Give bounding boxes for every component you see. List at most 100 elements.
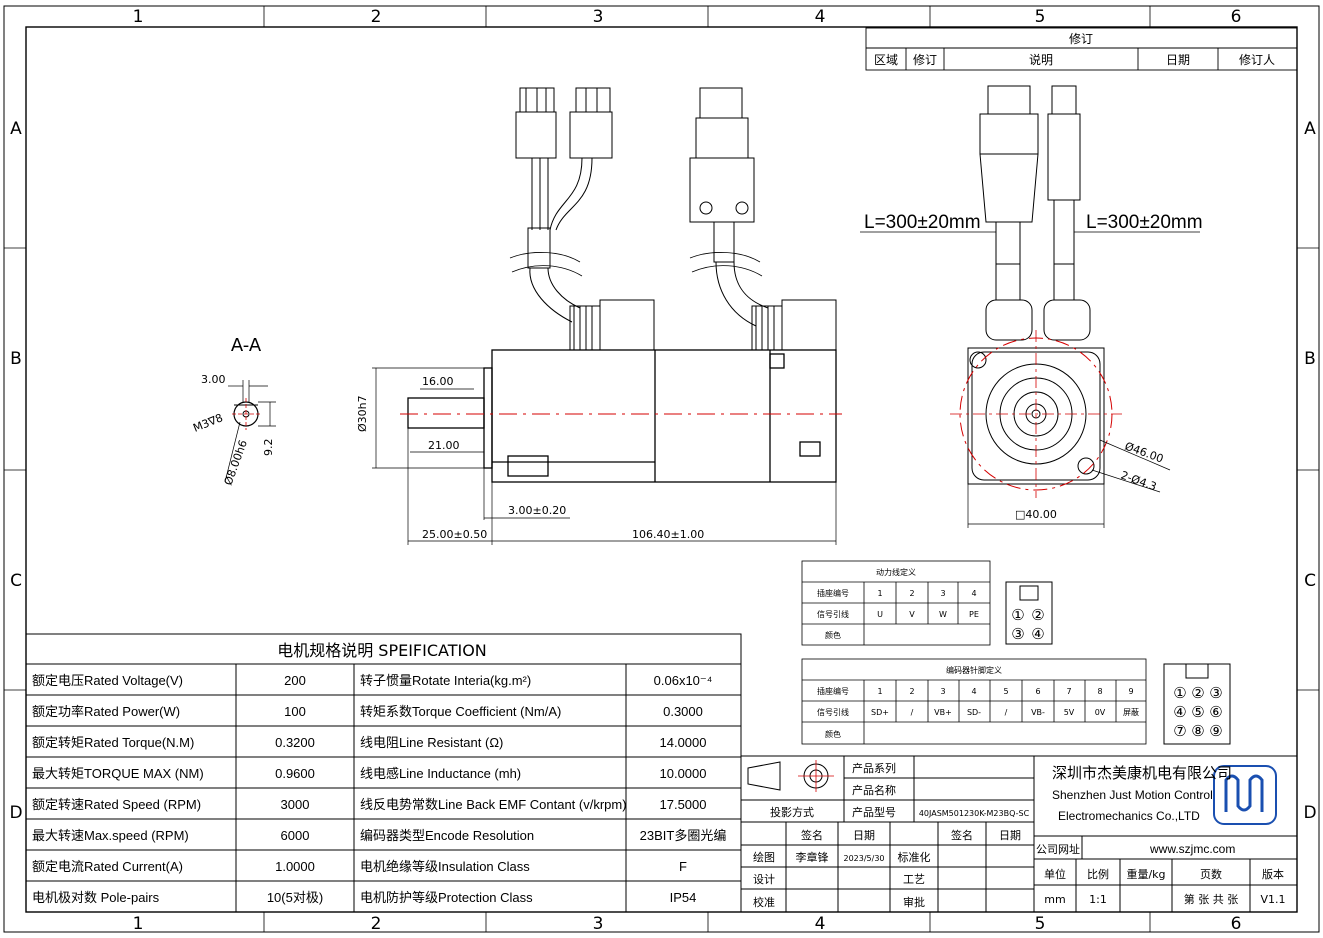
pin-number: 4 xyxy=(971,589,976,598)
pin-signal: SD- xyxy=(967,708,981,717)
dim-9-2: 9.2 xyxy=(262,439,275,457)
cable-length-left: L=300±20mm xyxy=(864,212,981,233)
spec-label: 额定转矩Rated Torque(N.M) xyxy=(32,735,194,750)
encoder-table-title: 编码器针脚定义 xyxy=(946,665,1002,675)
spec-title: 电机规格说明 SPEIFICATION xyxy=(277,641,487,660)
process-label: 工艺 xyxy=(903,873,925,886)
spec-label: 线电感Line Inductance (mh) xyxy=(360,766,521,781)
row-labels: A B C D A B C D xyxy=(9,119,1316,823)
revision-header: 说明 xyxy=(1029,52,1053,67)
pin-number: 2 xyxy=(909,687,914,696)
row-label: 颜色 xyxy=(825,729,841,739)
row-label: C xyxy=(10,571,22,591)
row-label: B xyxy=(1304,349,1316,369)
dim-21: 21.00 xyxy=(428,439,460,452)
dim-3-tol: 3.00±0.20 xyxy=(508,504,566,517)
power-connector-pin: ③ xyxy=(1011,625,1024,643)
revision-header: 区域 xyxy=(874,53,898,67)
spec-value: 200 xyxy=(284,673,306,688)
spec-label: 额定电流Rated Current(A) xyxy=(32,859,183,874)
spec-value: 3000 xyxy=(281,797,310,812)
approve-label: 审批 xyxy=(903,895,925,909)
encoder-connector-pin: ⑦ xyxy=(1173,722,1186,740)
spec-value: 100 xyxy=(284,704,306,719)
company-name-en-1: Shenzhen Just Motion Control xyxy=(1052,788,1213,802)
pin-signal: / xyxy=(1005,708,1008,717)
spec-value: 0.06x10⁻⁴ xyxy=(654,673,713,688)
pin-number: 3 xyxy=(940,687,945,696)
pin-number: 8 xyxy=(1097,687,1102,696)
spec-label: 线电阻Line Resistant (Ω) xyxy=(360,735,503,750)
specification-table: 电机规格说明 SPEIFICATION 额定电压Rated Voltage(V)… xyxy=(25,633,742,913)
address-label: 公司网址 xyxy=(1036,842,1080,856)
dim-3: 3.00 xyxy=(201,373,226,386)
dim-40: □40.00 xyxy=(1015,508,1057,521)
spec-value: F xyxy=(679,859,687,874)
row-label: C xyxy=(1304,571,1316,591)
dim-16: 16.00 xyxy=(422,375,454,388)
spec-value: 23BIT多圈光编 xyxy=(640,828,727,843)
row-label: 颜色 xyxy=(825,630,841,640)
spec-label: 最大转矩TORQUE MAX (NM) xyxy=(32,766,204,781)
col-label: 1 xyxy=(133,7,144,27)
spec-value: 0.3000 xyxy=(663,704,703,719)
spec-value: 1.0000 xyxy=(275,859,315,874)
dim-106-tol: 106.40±1.00 xyxy=(632,528,704,541)
motor-side-view: Ø30h7 16.00 21.00 3.00±0.20 25.00±0.50 1… xyxy=(356,87,842,545)
spec-label: 线反电势常数Line Back EMF Contant (v/krpm) xyxy=(360,797,627,812)
column-labels-top: 1 2 3 4 5 6 xyxy=(133,7,1242,27)
encoder-connector-pin: ③ xyxy=(1209,684,1222,702)
dim-d30: Ø30h7 xyxy=(356,395,369,432)
pin-signal: 5V xyxy=(1064,708,1075,717)
version-value: V1.1 xyxy=(1260,893,1285,906)
spec-value: 0.9600 xyxy=(275,766,315,781)
col-label: 5 xyxy=(1035,7,1046,27)
version-label: 版本 xyxy=(1262,867,1284,881)
scale-label: 比例 xyxy=(1087,867,1109,881)
row-label: B xyxy=(10,349,22,369)
pin-number: 6 xyxy=(1035,687,1040,696)
spec-label: 额定电压Rated Voltage(V) xyxy=(32,673,183,688)
unit-label: 单位 xyxy=(1044,867,1066,881)
encoder-connector-pin: ② xyxy=(1191,684,1204,702)
pin-signal: 0V xyxy=(1095,708,1106,717)
col-label: 2 xyxy=(371,914,382,934)
power-connector-pin: ① xyxy=(1011,606,1024,624)
col-label: 3 xyxy=(593,7,604,27)
revision-header: 修订人 xyxy=(1239,52,1275,67)
pin-number: 1 xyxy=(877,687,882,696)
spec-value: 10(5对极) xyxy=(267,890,323,905)
spec-value: 14.0000 xyxy=(660,735,707,750)
cable-length-right: L=300±20mm xyxy=(1086,212,1203,233)
spec-value: IP54 xyxy=(670,890,697,905)
revision-header: 日期 xyxy=(1166,53,1190,67)
pin-number: 7 xyxy=(1066,687,1071,696)
power-line-table: 动力线定义 插座编号 信号引线 颜色 1 2 3 4 U V W PE ① ② … xyxy=(801,560,1053,646)
pin-number: 3 xyxy=(940,589,945,598)
dim-25-tol: 25.00±0.50 xyxy=(422,528,487,541)
row-label: 插座编号 xyxy=(817,686,849,696)
company-logo-icon xyxy=(1213,765,1277,825)
pin-signal: PE xyxy=(969,610,979,619)
encoder-pin-table: 编码器针脚定义 插座编号 信号引线 颜色 1 2 3 4 5 6 7 8 9 S… xyxy=(801,658,1231,745)
standard-label: 标准化 xyxy=(898,850,931,864)
website: www.szjmc.com xyxy=(1149,842,1235,856)
encoder-connector-pin: ⑧ xyxy=(1191,722,1204,740)
projection-symbol-icon xyxy=(747,760,834,792)
scale-value: 1:1 xyxy=(1089,893,1107,906)
row-label: 插座编号 xyxy=(817,588,849,598)
pages-value: 第 张 共 张 xyxy=(1184,892,1239,906)
product-series-label: 产品系列 xyxy=(852,761,896,775)
row-label: A xyxy=(1304,119,1316,139)
dim-4-3: 2-Ø4.3 xyxy=(1119,469,1158,494)
spec-label: 电机防护等级Protection Class xyxy=(360,890,533,905)
weight-label: 重量/kg xyxy=(1126,867,1165,881)
pin-signal: / xyxy=(911,708,914,717)
draw-label: 绘图 xyxy=(753,850,775,864)
spec-label: 转子惯量Rotate Interia(kg.m²) xyxy=(360,673,531,688)
row-label: A xyxy=(10,119,22,139)
pin-number: 2 xyxy=(909,589,914,598)
col-label: 6 xyxy=(1231,914,1242,934)
column-labels-bottom: 1 2 3 4 5 6 xyxy=(133,914,1242,934)
